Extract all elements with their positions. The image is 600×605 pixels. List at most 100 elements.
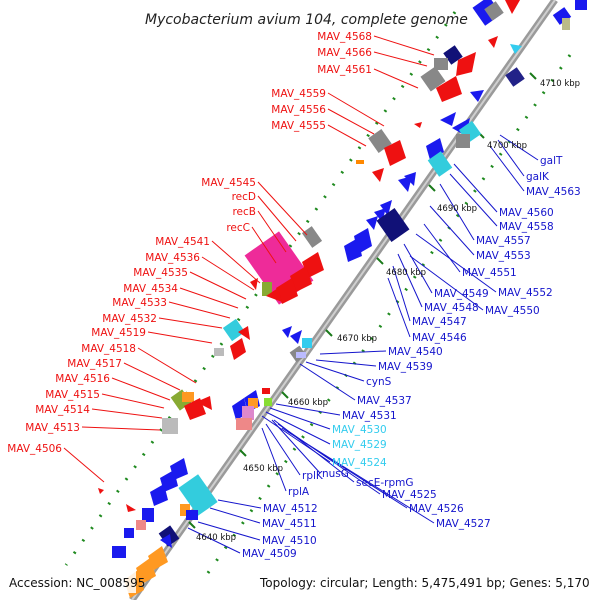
leader-line — [387, 277, 411, 338]
leader-line — [209, 507, 261, 524]
gene-label-reverse: MAV_4511 — [262, 518, 317, 530]
leader-line — [261, 427, 287, 492]
leader-line — [397, 253, 423, 308]
leader-line — [449, 173, 498, 227]
gene-label-forward: MAV_4517 — [67, 358, 122, 370]
gene-label-reverse: MAV_4531 — [342, 410, 397, 422]
kbp-marker-label: 4700 kbp — [487, 141, 527, 151]
guide-dotted-lines — [64, 11, 572, 581]
gene-label-reverse: galK — [526, 171, 550, 183]
kbp-marker-label: 4670 kbp — [337, 334, 377, 344]
leader-line — [327, 92, 385, 127]
gene-label-forward: MAV_4535 — [133, 267, 188, 279]
gene-label-forward: MAV_4541 — [155, 236, 210, 248]
gene-label-forward: MAV_4533 — [112, 297, 167, 309]
leader-line — [158, 317, 223, 329]
gene-label-forward: MAV_4513 — [25, 422, 80, 434]
leader-line — [147, 331, 213, 344]
gene-label-forward: MAV_4568 — [317, 31, 372, 43]
leader-line — [373, 35, 435, 56]
leader-line — [392, 265, 411, 322]
leader-line — [403, 243, 433, 294]
leader-line — [137, 347, 197, 384]
leader-line — [497, 139, 525, 177]
gene-label-reverse: MAV_4539 — [378, 361, 433, 373]
gene-label-forward: MAV_4506 — [7, 443, 62, 455]
gene-label-reverse: MAV_4553 — [476, 250, 531, 262]
gene-label-reverse: MAV_4510 — [262, 535, 317, 547]
leader-line — [439, 183, 475, 241]
gene-label-forward: MAV_4559 — [271, 88, 326, 100]
gene-label-forward: MAV_4566 — [317, 47, 372, 59]
leader-line — [257, 181, 308, 236]
gene-label-forward: MAV_4532 — [102, 313, 157, 325]
leader-line — [315, 359, 377, 367]
gene-label-reverse: cynS — [366, 376, 392, 388]
leader-line — [91, 408, 163, 419]
gene-label-reverse: galT — [540, 155, 563, 167]
gene-label-reverse: MAV_4558 — [499, 221, 554, 233]
leader-line — [327, 108, 375, 135]
gene-label-forward: MAV_4561 — [317, 64, 372, 76]
leader-line — [305, 361, 365, 382]
kbp-marker-label: 4660 kbp — [288, 398, 328, 408]
leader-line — [287, 431, 435, 524]
gene-label-reverse: MAV_4509 — [242, 548, 297, 560]
gene-label-reverse: MAV_4551 — [462, 267, 517, 279]
leader-line — [168, 301, 231, 319]
gene-label-reverse: MAV_4549 — [434, 288, 489, 300]
leader-line — [415, 233, 497, 293]
gene-label-reverse: MAV_4537 — [357, 395, 412, 407]
leader-line — [201, 256, 255, 291]
topology-label: Topology: circular; Length: 5,475,491 bp… — [259, 576, 590, 590]
kbp-marker-label: 4640 kbp — [196, 533, 236, 543]
leader-line — [277, 423, 381, 495]
leader-line — [265, 411, 331, 445]
kbp-marker-label: 4710 kbp — [540, 79, 580, 89]
gene-label-forward: MAV_4545 — [201, 177, 256, 189]
leader-line — [217, 499, 262, 509]
gene-labels: MAV_4568MAV_4566MAV_4561MAV_4559MAV_4556… — [7, 31, 580, 560]
gene-label-forward: MAV_4555 — [271, 120, 326, 132]
leader-line — [327, 124, 367, 147]
leader-line — [251, 226, 277, 264]
leader-line — [429, 205, 475, 256]
leader-line — [179, 287, 239, 309]
leader-line — [189, 271, 247, 300]
leader-line — [63, 447, 105, 483]
gene-label-forward: MAV_4516 — [55, 373, 110, 385]
leader-line — [187, 527, 241, 554]
gene-label-reverse: MAV_4527 — [436, 518, 491, 530]
gene-label-forward: recD — [232, 191, 256, 203]
gene-label-forward: MAV_4515 — [45, 389, 100, 401]
leader-line — [275, 403, 341, 416]
leader-line — [257, 210, 287, 253]
gene-label-reverse: MAV_4560 — [499, 207, 554, 219]
leader-line — [101, 393, 165, 409]
leader-line — [269, 407, 331, 430]
gene-label-forward: MAV_4519 — [91, 327, 146, 339]
leader-line — [373, 68, 419, 89]
gene-label-forward: recB — [232, 206, 256, 218]
gene-label-rna: MAV_4529 — [332, 439, 387, 451]
leader-line — [81, 426, 161, 431]
gene-label-reverse: MAV_4547 — [412, 316, 467, 328]
gene-label-reverse: MAV_4552 — [498, 287, 553, 299]
leader-line — [265, 423, 301, 476]
gene-label-forward: MAV_4518 — [81, 343, 136, 355]
gene-label-reverse: MAV_4548 — [424, 302, 479, 314]
gene-label-reverse: MAV_4546 — [412, 332, 467, 344]
leader-line — [423, 223, 461, 273]
leader-line — [123, 362, 181, 391]
leader-line — [111, 377, 171, 401]
leader-line — [319, 350, 387, 355]
gene-label-reverse: rplK — [302, 470, 324, 482]
gene-label-forward: MAV_4514 — [35, 404, 90, 416]
leader-line — [453, 163, 498, 213]
gene-label-reverse: secE-rpmG — [356, 477, 413, 489]
leader-line — [373, 51, 428, 67]
leader-line — [197, 521, 261, 541]
map-title: Mycobacterium avium 104, complete genome — [145, 12, 468, 28]
